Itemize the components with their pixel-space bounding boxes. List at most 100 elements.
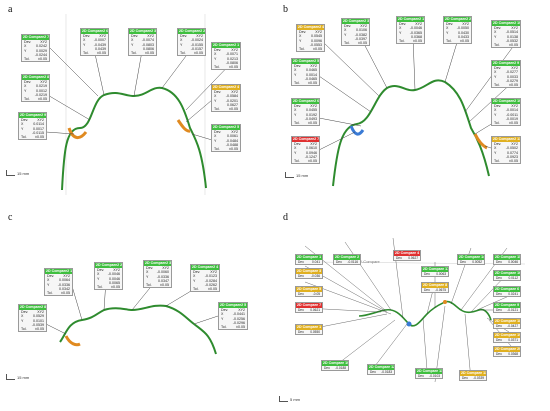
row-key: Y: [214, 138, 217, 143]
row-key: Dev.: [221, 308, 229, 312]
row-key: Dev.: [418, 374, 425, 378]
callout-box: 2D Compare 17 Dev.0.0063: [421, 266, 449, 278]
callout-title: 2D Compare2 9: [492, 61, 520, 66]
callout-title: 2D Compare2 6: [292, 99, 319, 104]
row-value: 0.0368: [508, 352, 518, 356]
row-value: 0.0550: [310, 330, 320, 334]
callout-title: 2D Compare2 4: [212, 85, 240, 90]
row-value: -0.0244: [34, 52, 47, 57]
row-value: 0.0774: [507, 150, 518, 155]
row-value: XY2: [40, 80, 47, 84]
row-value: 0.0065: [109, 280, 120, 285]
row-key: Tol.: [294, 81, 300, 86]
row-value: 0.0106: [356, 28, 367, 33]
row-key: Dev.: [396, 256, 403, 260]
row-key: Y: [214, 98, 217, 103]
row-value: -0.0157: [190, 46, 203, 51]
row-value: XY2: [113, 268, 120, 272]
callout-title: 2D Compare2 3: [129, 29, 156, 34]
row-value: ±0.05: [229, 107, 238, 112]
row-key: X: [494, 108, 497, 113]
callout-box: 2D Compare 7 Dev.0.0621: [295, 302, 323, 314]
row-value: ±0.05: [229, 65, 238, 70]
measured-profile: [61, 86, 207, 191]
row-key: Dev.: [294, 64, 302, 68]
row-value: -0.0188: [335, 366, 346, 370]
callout-title: 2D Compare 1: [296, 255, 322, 260]
row-key: Y: [294, 112, 297, 117]
callout-title: 2D Compare2 1: [397, 17, 424, 22]
row-key: Dev.: [446, 22, 454, 26]
row-key: X: [180, 38, 183, 43]
row-key: X: [494, 70, 497, 75]
callout-box: 2D Compare 1 Dev.0.0550: [295, 324, 323, 336]
row-value: ±0.05: [313, 47, 322, 52]
row-key: Dev.: [83, 34, 91, 38]
panel-letter: c: [8, 212, 13, 223]
row-key: X: [299, 34, 302, 39]
row-key: Dev.: [424, 272, 431, 276]
row-value: -0.0397: [354, 36, 367, 41]
row-value: ±0.05: [35, 135, 44, 140]
row-value: -0.0296: [232, 320, 245, 325]
row-value: XY2: [231, 90, 238, 94]
callout-box: 2D Compare 20 Dev.0.0368: [493, 346, 521, 358]
row-key: Tol.: [24, 97, 30, 102]
row-key: Tol.: [214, 65, 220, 70]
callout-title: 2D Compare2 3: [144, 261, 171, 266]
callout-title: 2D Compare2 4: [297, 25, 324, 30]
row-value: ±0.05: [97, 51, 106, 56]
row-key: Dev.: [294, 104, 302, 108]
callout-title: 2D Compare2 10: [492, 21, 520, 26]
row-value: ±0.05: [460, 39, 469, 44]
deviation-band: [349, 125, 365, 136]
callout-box: 2D Compare 6 Dev.0.0241: [493, 286, 521, 298]
row-key: Tol.: [180, 51, 186, 56]
row-value: -0.0382: [354, 32, 367, 37]
row-key: X: [494, 30, 497, 35]
deviation-band: [473, 133, 488, 150]
row-key: Tol.: [294, 159, 300, 164]
callout-title: 2D Compare 18: [494, 319, 520, 324]
row-key: X: [294, 68, 297, 73]
row-value: 0.0213: [227, 56, 238, 61]
row-key: Tol.: [299, 47, 305, 52]
row-key: Dev.: [496, 352, 503, 356]
row-value: 0.0347: [158, 278, 169, 283]
callout-box: 2D Compare 9 Dev.-0.0121: [493, 302, 521, 314]
callout-box: 2D Compare 5 Dev.-0.05: [295, 286, 323, 298]
row-key: X: [294, 108, 297, 113]
row-key: X: [24, 44, 27, 49]
row-value: XY2: [360, 24, 367, 28]
scale-bar: 15 mm: [6, 170, 29, 176]
row-key: Y: [21, 318, 24, 323]
row-key: Y: [446, 30, 449, 35]
row-value: XY2: [37, 118, 44, 122]
row-key: Dev.: [494, 66, 502, 70]
row-value: ±0.05: [38, 97, 47, 102]
callout-title: 2D Compare 9: [494, 303, 520, 308]
row-value: ±0.05: [194, 51, 203, 56]
row-value: XY2: [238, 308, 245, 312]
row-value: -0.0050: [456, 26, 469, 31]
row-key: Y: [494, 34, 497, 39]
row-value: -0.0115: [32, 130, 44, 135]
row-value: ±0.05: [145, 51, 154, 56]
row-value: -0.0532: [505, 38, 518, 43]
row-value: -0.0465: [304, 76, 317, 81]
row-value: ±0.05: [236, 325, 245, 330]
row-value: XY2: [310, 104, 317, 108]
row-key: Y: [97, 276, 100, 281]
row-value: XY2: [196, 34, 203, 38]
callout-title: 2D Compare 13: [460, 371, 486, 376]
row-value: -0.0116: [347, 260, 358, 264]
row-key: Dev.: [344, 24, 352, 28]
row-key: Tol.: [494, 43, 500, 48]
panel-letter: b: [283, 4, 288, 15]
callout-title: 2D Compare2 2: [178, 29, 205, 34]
row-value: -0.0284: [204, 278, 217, 283]
row-key: Dev.: [298, 274, 305, 278]
